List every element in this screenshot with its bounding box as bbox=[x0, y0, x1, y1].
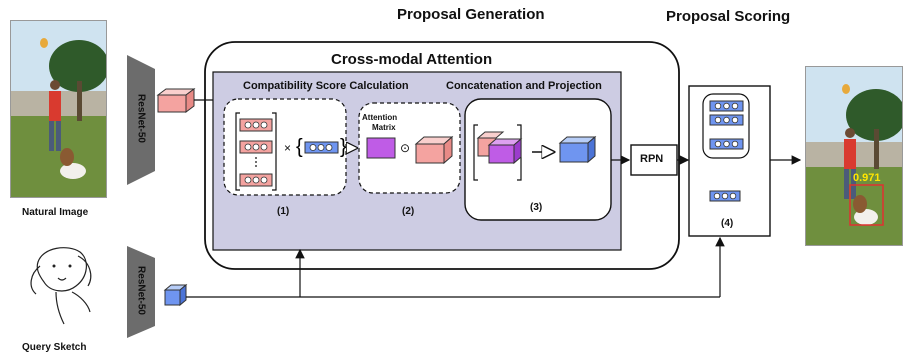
resnet-encoder-bottom: ResNet-50 bbox=[127, 246, 155, 338]
query-score-vector bbox=[709, 190, 741, 202]
step-1-label: (1) bbox=[277, 206, 290, 217]
odot-symbol: ⊙ bbox=[400, 141, 411, 155]
svg-text:}: } bbox=[340, 136, 347, 158]
attention-matrix bbox=[366, 137, 396, 159]
times-symbol: × bbox=[284, 141, 292, 155]
concatenated-features bbox=[476, 131, 523, 165]
concat-projection-title: Concatenation and Projection bbox=[446, 80, 602, 92]
detection-score-label: 0.971 bbox=[853, 172, 881, 184]
query-vectors bbox=[239, 118, 273, 187]
detection-output-photo bbox=[805, 66, 903, 246]
attention-matrix-label-2: Matrix bbox=[372, 123, 396, 132]
query-sketch-drawing bbox=[18, 242, 118, 332]
sketch-vector bbox=[304, 141, 339, 154]
compatibility-score-title: Compatibility Score Calculation bbox=[243, 80, 409, 92]
rpn-label: RPN bbox=[640, 153, 664, 165]
svg-text:{: { bbox=[296, 136, 303, 158]
detection-bounding-box bbox=[849, 184, 884, 226]
feature-map-cube-step2 bbox=[414, 135, 454, 165]
resnet-encoder-top: ResNet-50 bbox=[127, 55, 155, 185]
natural-image-photo bbox=[10, 20, 107, 198]
natural-image-label: Natural Image bbox=[22, 207, 89, 218]
query-sketch-label: Query Sketch bbox=[22, 342, 87, 353]
image-feature-cube bbox=[156, 88, 196, 113]
proposal-vectors bbox=[709, 100, 744, 150]
projected-feature-cube bbox=[558, 135, 597, 164]
attention-matrix-label-1: Attention bbox=[362, 113, 398, 122]
proposal-generation-title: Proposal Generation bbox=[397, 6, 545, 23]
proposal-scoring-title: Proposal Scoring bbox=[666, 8, 791, 25]
dashed-box-step2 bbox=[358, 102, 461, 194]
sketch-feature-cube bbox=[163, 283, 188, 307]
step-2-label: (2) bbox=[402, 206, 415, 217]
step-3-label: (3) bbox=[530, 202, 543, 213]
step-4-label: (4) bbox=[721, 218, 734, 229]
cross-modal-attention-title: Cross-modal Attention bbox=[331, 51, 493, 68]
